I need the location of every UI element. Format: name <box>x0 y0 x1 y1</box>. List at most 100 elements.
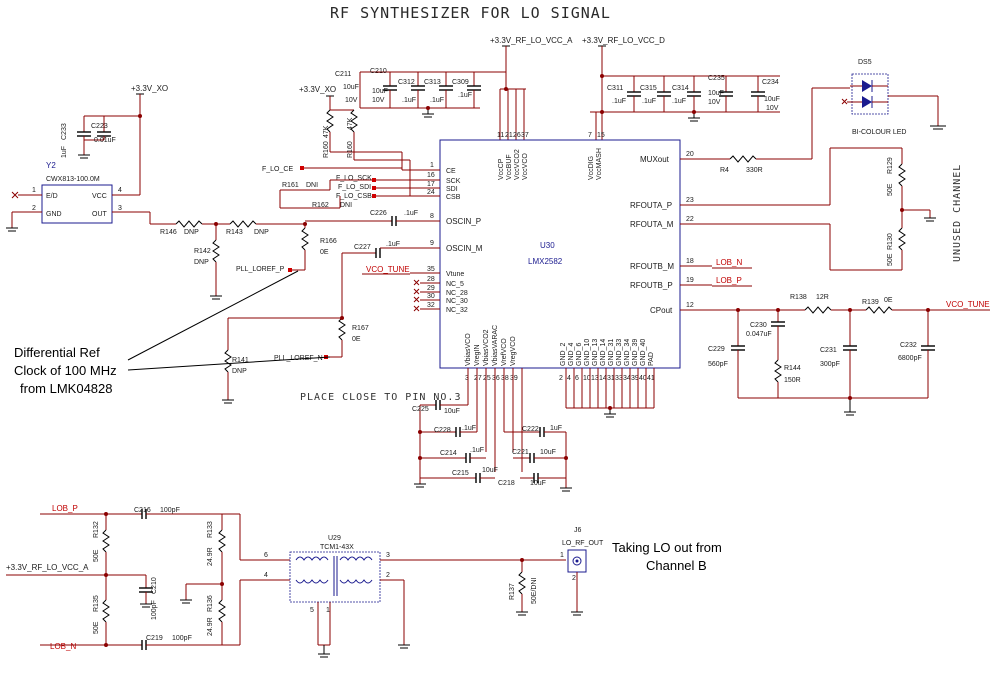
svg-text:1: 1 <box>430 162 434 169</box>
r146-ref: R146 <box>160 229 177 236</box>
svg-text:19: 19 <box>686 277 694 284</box>
c211-ref: C211 <box>335 71 351 78</box>
junction-dots <box>104 74 930 647</box>
r132-ref: R132 <box>93 521 100 538</box>
r130-val: 50E <box>887 253 894 266</box>
svg-text:E/D: E/D <box>46 193 58 200</box>
svg-text:NC_32: NC_32 <box>446 307 468 314</box>
r133-val: 24.9R <box>207 547 214 566</box>
rail-vcc-d-label: +3.3V_RF_LO_VCC_D <box>582 36 665 45</box>
c232-val: 6800pF <box>898 355 922 362</box>
svg-text:39: 39 <box>631 375 639 382</box>
svg-text:29: 29 <box>427 285 435 292</box>
r137-val: 50E/DNI <box>531 577 538 604</box>
c230-ref: C230 <box>750 322 767 329</box>
tcm1-43x-transformer <box>289 551 381 603</box>
svg-text:34: 34 <box>623 375 631 382</box>
svg-text:1: 1 <box>326 607 330 614</box>
c227-val: .1uF <box>386 241 400 248</box>
c235-val: 10uF <box>708 90 724 97</box>
ref-clock-note-3: from LMK04828 <box>20 381 113 396</box>
c315-val: .1uF <box>642 98 656 105</box>
c222-ref: C222 <box>522 426 539 433</box>
r132-val: 50E <box>93 549 100 562</box>
svg-text:VccVCO2: VccVCO2 <box>514 149 521 180</box>
svg-text:8: 8 <box>430 213 434 220</box>
c221-ref: C221 <box>512 449 529 456</box>
svg-text:VbiasVCO2: VbiasVCO2 <box>483 329 490 366</box>
u29-part: TCM1-43X <box>320 544 354 551</box>
svg-text:27: 27 <box>474 375 482 382</box>
r161-val: DNI <box>306 182 318 189</box>
lob-p-label: LOB_P <box>716 276 742 285</box>
r141-ref: R141 <box>232 357 249 364</box>
svg-text:SDI: SDI <box>446 186 458 193</box>
svg-text:5: 5 <box>310 607 314 614</box>
svg-text:MUXout: MUXout <box>640 155 670 164</box>
f-lo-ce-label: F_LO_CE <box>262 166 293 173</box>
svg-text:39: 39 <box>510 375 518 382</box>
r141-val: DNP <box>232 368 247 375</box>
ic-part: LMX2582 <box>528 257 563 266</box>
lo-out-note-1: Taking LO out from <box>612 540 722 555</box>
r139-ref: R139 <box>862 299 879 306</box>
ic-top-pins: 11 21 26 37 7 15 VccCP VccBUF VccVCO2 Vc… <box>497 132 605 180</box>
svg-text:1: 1 <box>560 552 564 559</box>
c214-val: .1uF <box>470 447 484 454</box>
transformer-coils <box>295 556 373 596</box>
svg-text:RFOUTA_P: RFOUTA_P <box>630 201 672 210</box>
r129-val: 50E <box>887 183 894 196</box>
svg-text:GND_33: GND_33 <box>616 339 623 366</box>
c313-ref: C313 <box>424 79 441 86</box>
svg-text:VccVCO: VccVCO <box>522 153 529 180</box>
cap-bank-a <box>383 72 481 108</box>
r142-val: DNP <box>194 259 209 266</box>
c210b-val: 100pF <box>151 600 158 620</box>
c312-v: 10V <box>372 97 385 104</box>
page-title: RF SYNTHESIZER FOR LO SIGNAL <box>330 4 611 22</box>
svg-text:24: 24 <box>427 189 435 196</box>
svg-text:NC_28: NC_28 <box>446 290 468 297</box>
r135-ref: R135 <box>93 595 100 612</box>
svg-text:VregVCO: VregVCO <box>510 336 517 366</box>
svg-text:VccDIG: VccDIG <box>588 156 595 180</box>
c225-ref: C225 <box>412 406 429 413</box>
svg-text:VbiasVARAC: VbiasVARAC <box>492 325 499 366</box>
svg-text:2: 2 <box>32 205 36 212</box>
svg-text:SCK: SCK <box>446 178 461 185</box>
ic-ref: U30 <box>540 241 555 250</box>
connector-icon <box>572 556 582 566</box>
u29-ref: U29 <box>328 535 341 542</box>
pll-loref-p-label: PLL_LOREF_P <box>236 266 285 273</box>
svg-text:26: 26 <box>513 132 521 139</box>
svg-text:4: 4 <box>118 187 122 194</box>
svg-text:RFOUTA_M: RFOUTA_M <box>630 220 674 229</box>
c231-ref: C231 <box>820 347 837 354</box>
c210-ref: C210 <box>370 68 387 75</box>
svg-text:12: 12 <box>686 302 694 309</box>
svg-text:31: 31 <box>607 375 615 382</box>
vco-tune-label-left: VCO_TUNE <box>366 265 410 274</box>
svg-text:9: 9 <box>430 240 434 247</box>
svg-text:GND_13: GND_13 <box>592 339 599 366</box>
c233-val: 1uF <box>61 146 68 158</box>
ref-clock-note-2: Clock of 100 MHz <box>14 363 117 378</box>
place-close-note: PLACE CLOSE TO PIN NO.3 <box>300 392 461 403</box>
r166-ref: R166 <box>320 238 337 245</box>
oscillator-y2 <box>41 184 113 224</box>
svg-text:6: 6 <box>264 552 268 559</box>
r166-val: 0E <box>320 249 329 256</box>
svg-text:NC_5: NC_5 <box>446 281 464 288</box>
r4-ref: R4 <box>720 167 729 174</box>
svg-text:RFOUTB_M: RFOUTB_M <box>630 262 674 271</box>
c234-val: 10uF <box>764 96 780 103</box>
c314-ref: C314 <box>672 85 689 92</box>
ref-clock-note-1: Differential Ref <box>14 345 100 360</box>
c218-ref: C218 <box>498 480 515 487</box>
r144-val: 150R <box>784 377 801 384</box>
r167-val: 0E <box>352 336 361 343</box>
r138-ref: R138 <box>790 294 807 301</box>
vco-tune-label-right: VCO_TUNE <box>946 300 990 309</box>
svg-text:11: 11 <box>497 132 504 139</box>
r135-val: 50E <box>93 621 100 634</box>
